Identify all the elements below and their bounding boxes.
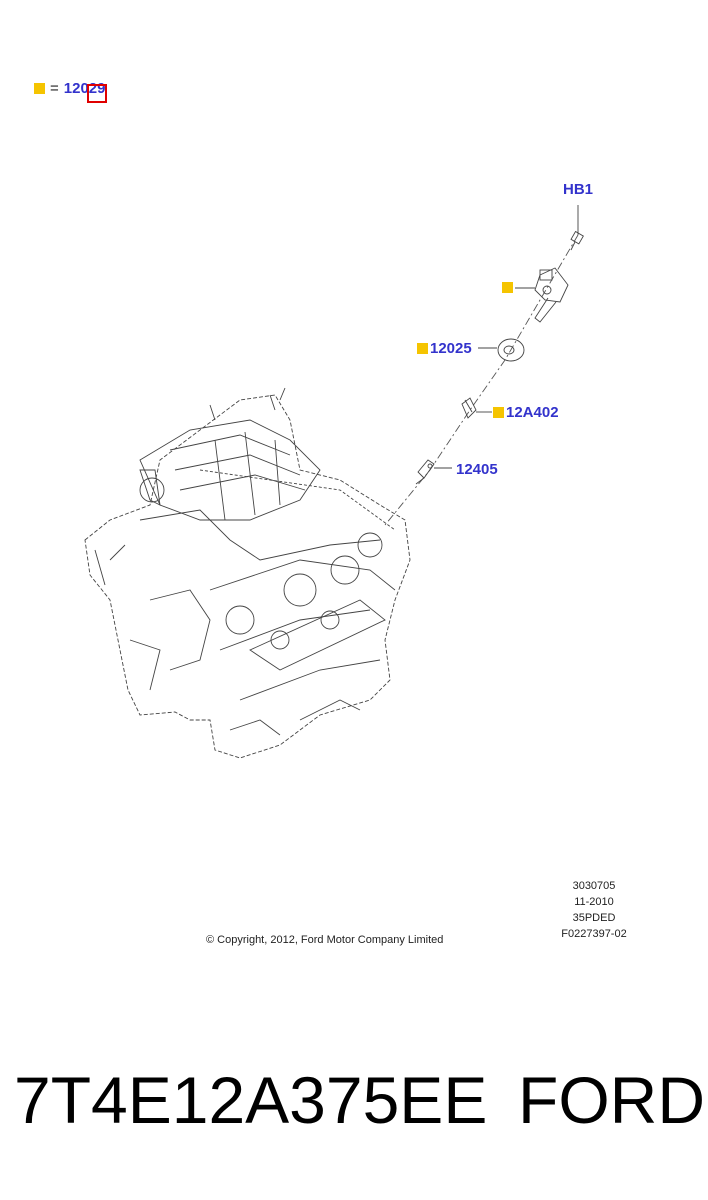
callout-coil-marker <box>502 282 515 293</box>
callout-12025-label: 12025 <box>430 340 472 357</box>
copyright-notice: © Copyright, 2012, Ford Motor Company Li… <box>206 934 444 946</box>
meta-line-2: 11-2010 <box>574 896 614 908</box>
callout-12a402[interactable]: 12A402 <box>493 404 559 421</box>
meta-line-4: F0227397-02 <box>561 928 627 940</box>
callout-hb1-label: HB1 <box>563 181 594 198</box>
callout-12a402-label: 12A402 <box>506 404 559 421</box>
callout-12405[interactable]: 12405 <box>456 461 498 478</box>
meta-line-3: 35PDED <box>572 912 616 924</box>
engine-block-drawing <box>84 387 411 759</box>
bolt-hb1-drawing <box>570 205 584 251</box>
legend-equals: = <box>50 80 59 97</box>
diagram-meta: 3030705 11-2010 35PDED F0227397-02 <box>552 878 636 942</box>
marker-12a402-icon <box>493 407 504 418</box>
grommet-12025-drawing <box>478 338 525 362</box>
boot-12a402-drawing <box>461 397 492 419</box>
callout-12405-label: 12405 <box>456 461 498 478</box>
highlight-box <box>87 84 107 103</box>
meta-line-1: 3030705 <box>572 880 616 892</box>
ignition-coil-drawing <box>515 267 569 323</box>
legend-marker-icon <box>34 83 45 94</box>
callout-12025[interactable]: 12025 <box>417 340 472 357</box>
coil-marker-icon <box>502 282 513 293</box>
marker-12025-icon <box>417 343 428 354</box>
callout-hb1[interactable]: HB1 <box>563 181 593 198</box>
part-number: 7T4E12A375EE <box>14 1063 488 1137</box>
spark-plug-12405-drawing <box>415 459 452 485</box>
brand-name: FORD <box>518 1063 705 1137</box>
assembly-axis-line <box>384 234 579 526</box>
